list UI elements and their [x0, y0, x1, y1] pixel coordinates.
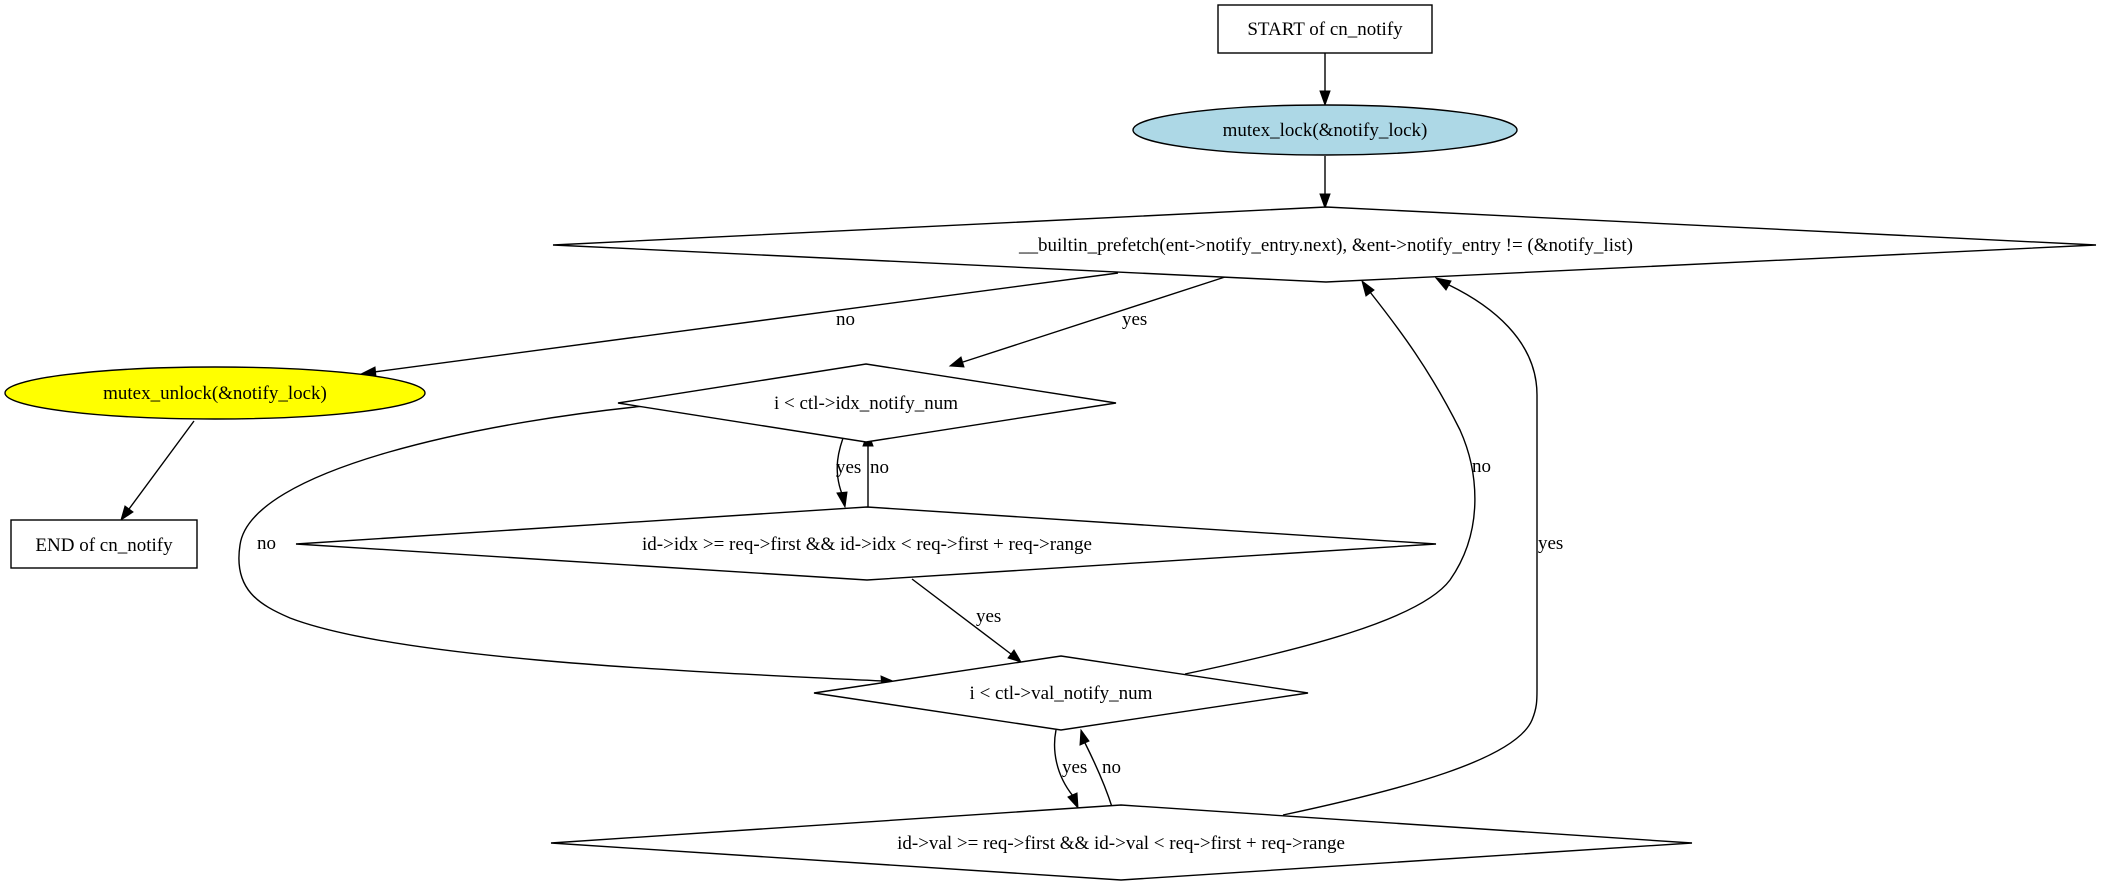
edges: no yes yes no no	[120, 53, 1563, 816]
arrowhead-icon	[1067, 792, 1079, 810]
node-mutex-lock[interactable]: mutex_lock(&notify_lock)	[1132, 104, 1518, 156]
nodes: START of cn_notify mutex_lock(&notify_lo…	[4, 4, 2097, 881]
arrowhead-icon	[1079, 728, 1090, 746]
edge-label-no: no	[836, 309, 855, 330]
node-end-label: END of cn_notify	[35, 535, 173, 556]
node-val-loop-label: i < ctl->val_notify_num	[970, 683, 1153, 704]
edge-idx-loop-to-idx-check: yes	[836, 429, 861, 509]
arrowhead-icon	[836, 491, 848, 509]
edge-loop-cond-to-unlock: no	[359, 272, 1119, 378]
node-start-label: START of cn_notify	[1247, 19, 1403, 40]
arrowhead-icon	[1319, 90, 1331, 107]
edge-val-loop-to-val-check: yes	[1053, 729, 1087, 810]
node-idx-loop[interactable]: i < ctl->idx_notify_num	[617, 363, 1117, 443]
node-loop-condition[interactable]: __builtin_prefetch(ent->notify_entry.nex…	[552, 206, 2097, 283]
edge-start-to-lock	[1319, 53, 1331, 107]
node-mutex-unlock[interactable]: mutex_unlock(&notify_lock)	[4, 366, 426, 420]
arrowhead-icon	[1434, 277, 1452, 291]
edge-unlock-to-end	[120, 420, 195, 522]
edge-idx-check-to-val-loop: yes	[911, 578, 1023, 663]
edge-label-no: no	[870, 457, 889, 478]
edge-label-no: no	[1102, 757, 1121, 778]
edge-label-no: no	[1472, 456, 1491, 477]
edge-val-check-to-val-loop: no	[1079, 728, 1121, 808]
node-loop-condition-label: __builtin_prefetch(ent->notify_entry.nex…	[1018, 235, 1633, 256]
edge-label-yes: yes	[836, 457, 861, 478]
edge-lock-to-loop-cond	[1319, 156, 1331, 210]
arrowhead-icon	[948, 356, 965, 368]
edge-idx-check-to-idx-loop: no	[862, 430, 889, 507]
node-val-loop[interactable]: i < ctl->val_notify_num	[813, 655, 1309, 731]
arrowhead-icon	[120, 505, 134, 522]
node-end[interactable]: END of cn_notify	[10, 519, 198, 569]
node-mutex-unlock-label: mutex_unlock(&notify_lock)	[103, 383, 327, 404]
arrowhead-icon	[1319, 193, 1331, 210]
arrowhead-icon	[1361, 279, 1375, 297]
edge-label-yes: yes	[1538, 533, 1563, 554]
edge-label-yes: yes	[1122, 309, 1147, 330]
node-val-check[interactable]: id->val >= req->first && id->val < req->…	[550, 804, 1693, 881]
edge-loop-cond-to-idx-loop: yes	[948, 276, 1226, 368]
node-idx-check[interactable]: id->idx >= req->first && id->idx < req->…	[295, 506, 1437, 581]
node-mutex-lock-label: mutex_lock(&notify_lock)	[1223, 120, 1428, 141]
edge-label-yes: yes	[976, 606, 1001, 627]
node-idx-loop-label: i < ctl->idx_notify_num	[774, 393, 958, 414]
node-start[interactable]: START of cn_notify	[1217, 4, 1433, 54]
node-idx-check-label: id->idx >= req->first && id->idx < req->…	[642, 534, 1092, 555]
node-val-check-label: id->val >= req->first && id->val < req->…	[897, 833, 1345, 854]
edge-label-no: no	[257, 533, 276, 554]
arrowhead-icon	[1007, 649, 1023, 663]
edge-label-yes: yes	[1062, 757, 1087, 778]
edge-val-check-to-loop-cond: yes	[1282, 277, 1563, 816]
edge-val-loop-to-loop-cond: no	[1184, 279, 1491, 675]
